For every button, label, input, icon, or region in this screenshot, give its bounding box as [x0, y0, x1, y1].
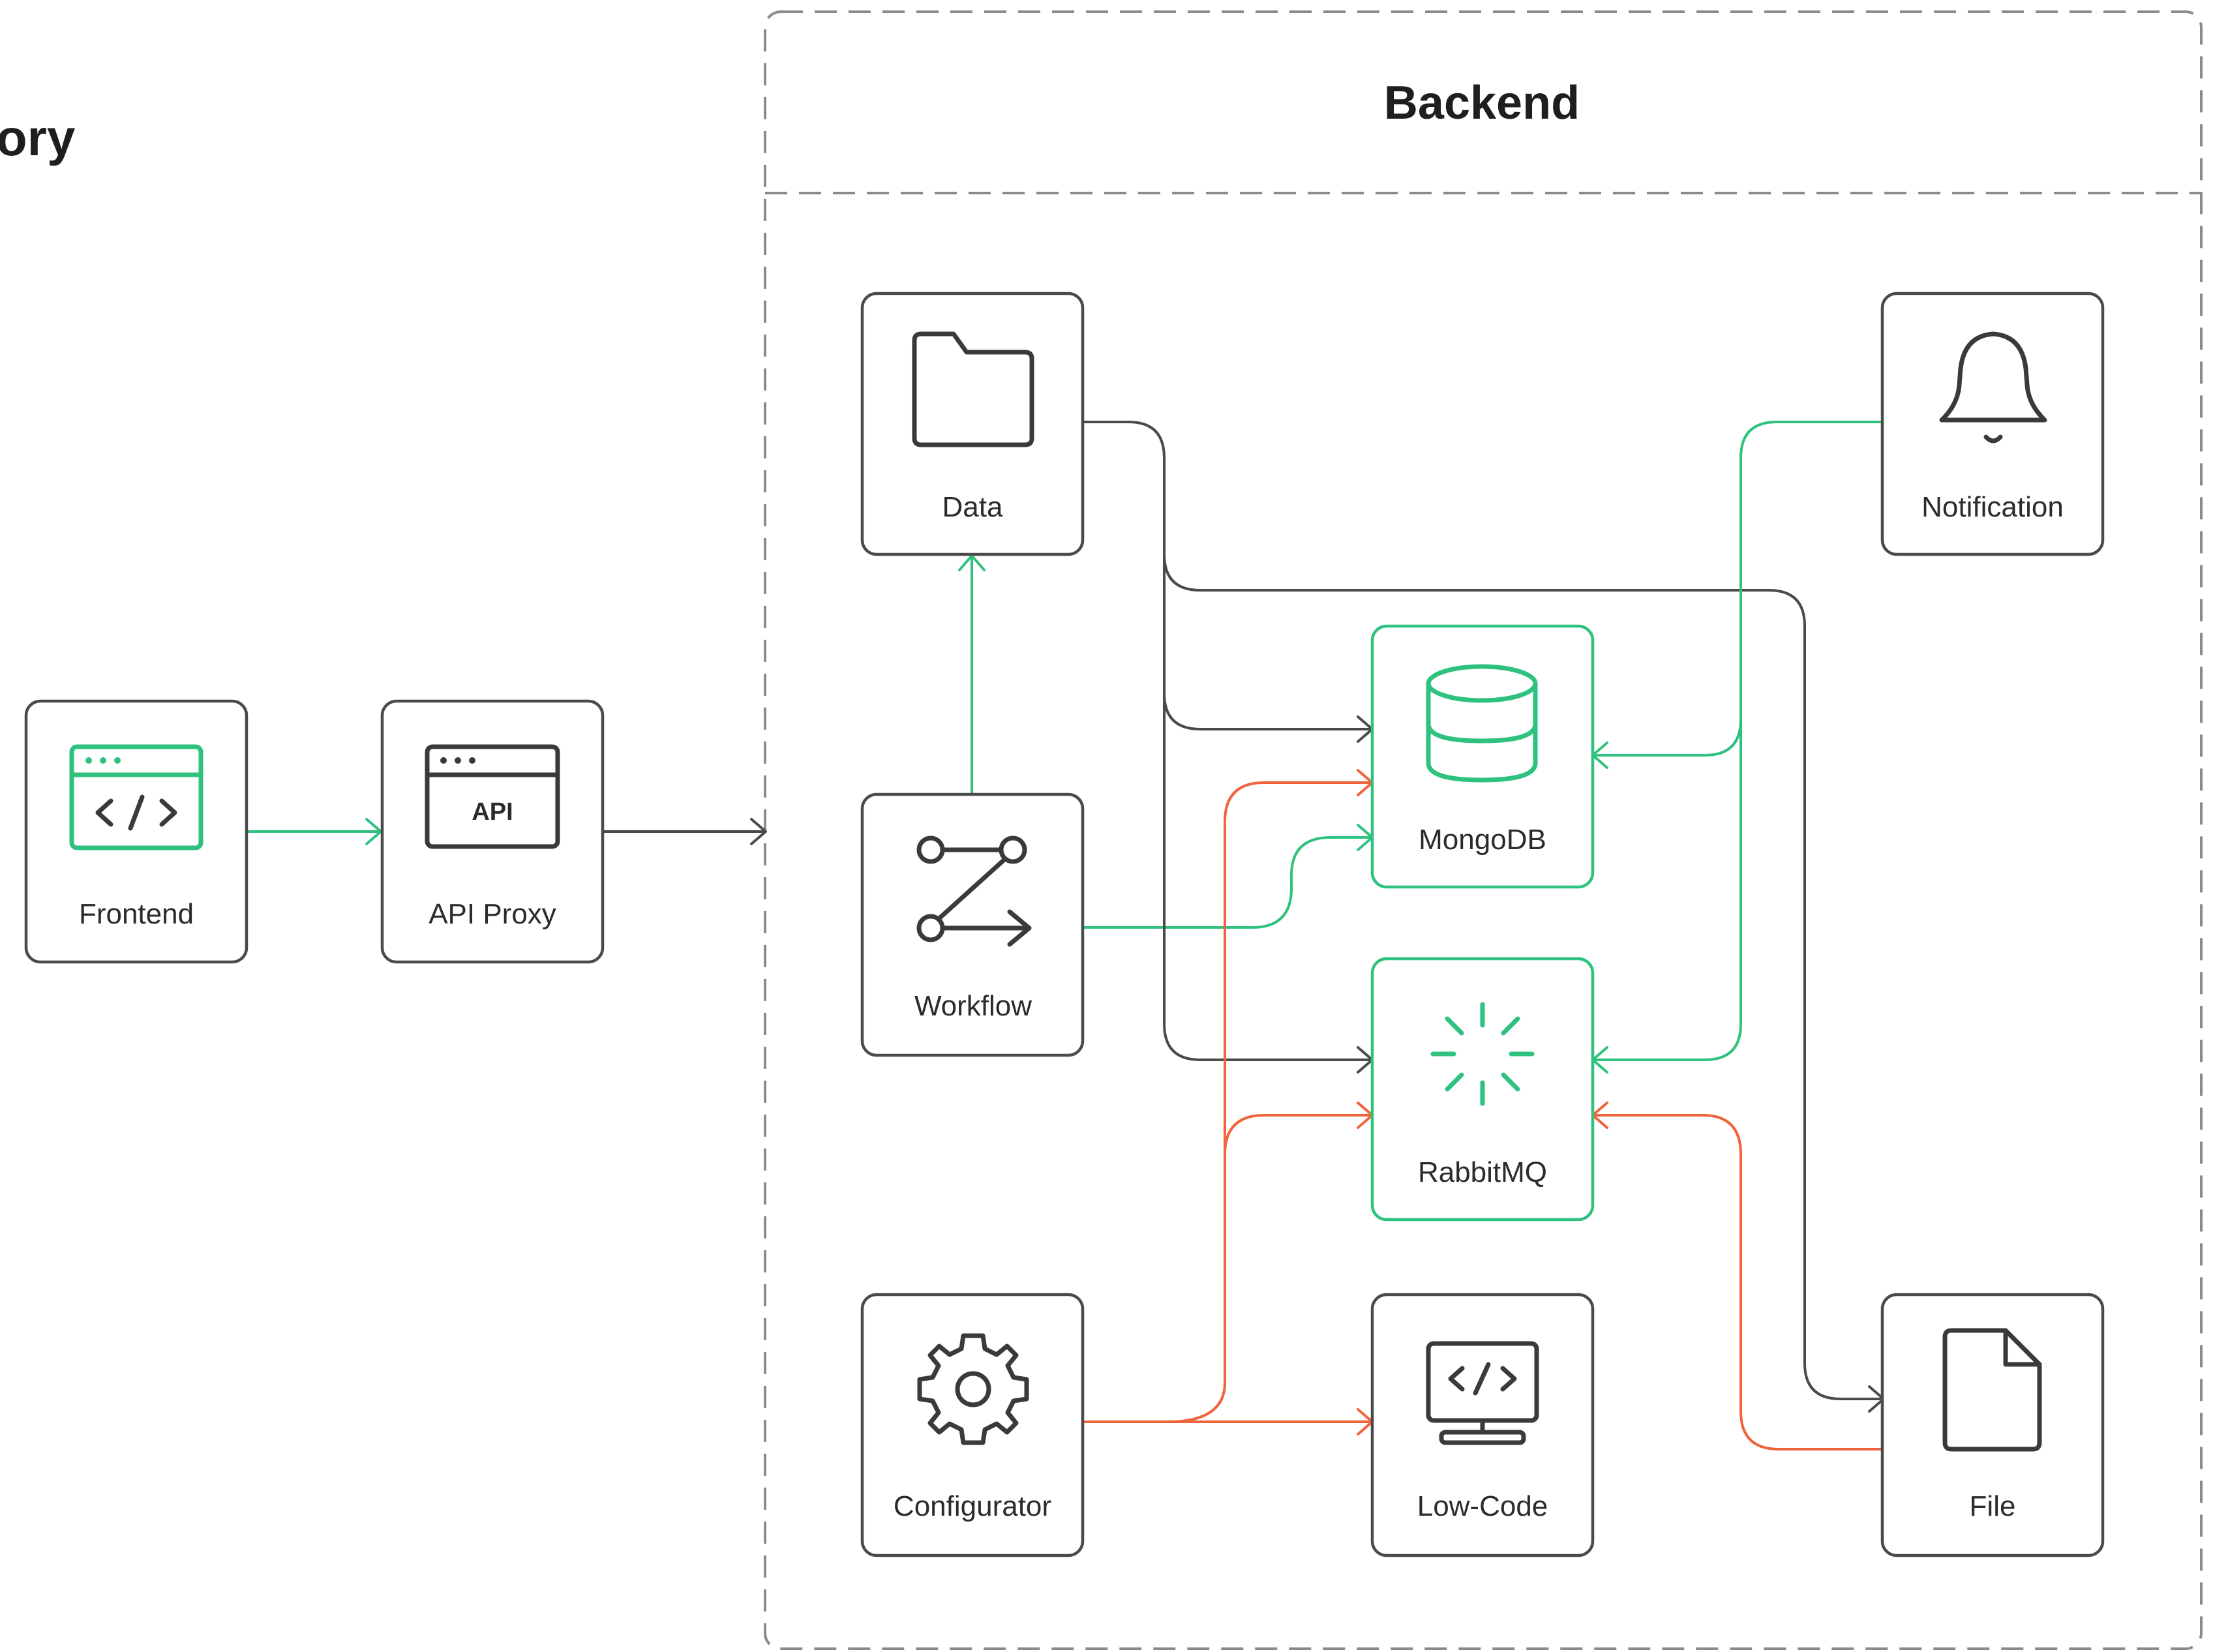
api-window-icon: [425, 744, 560, 849]
edge-frontend-apiproxy: [247, 818, 382, 845]
edge-data-rabbitmq: [1163, 693, 1374, 1074]
workflow-box: [860, 792, 1085, 1057]
api-icon-text: API: [472, 798, 513, 826]
page-heading: ory: [0, 109, 75, 166]
node-file[interactable]: File: [1880, 1293, 2105, 1557]
workflow-label: Workflow: [914, 990, 1032, 1022]
edge-notification-mongodb: [1591, 421, 1882, 769]
rabbitmq-label: RabbitMQ: [1418, 1156, 1547, 1188]
edge-configurator-lowcode: [1083, 1408, 1374, 1435]
folder-icon: [912, 331, 1034, 447]
node-api-proxy[interactable]: API API Proxy: [380, 699, 605, 964]
node-frontend[interactable]: Frontend: [24, 699, 248, 964]
backend-title: Backend: [1384, 77, 1580, 129]
workflow-icon: [916, 835, 1032, 947]
node-workflow[interactable]: Workflow: [860, 792, 1085, 1057]
gear-icon: [917, 1333, 1029, 1445]
mongodb-label: MongoDB: [1419, 824, 1546, 856]
frontend-box: [24, 699, 248, 964]
file-label: File: [1970, 1490, 2016, 1522]
file-box: [1880, 1293, 2105, 1557]
edge-apiproxy-backend: [603, 818, 767, 845]
api-proxy-label: API Proxy: [429, 898, 556, 930]
data-label: Data: [942, 491, 1003, 523]
loader-icon: [1430, 1002, 1535, 1106]
api-proxy-box: [380, 699, 605, 964]
file-icon: [1942, 1328, 2042, 1452]
bell-icon: [1939, 331, 2047, 443]
edge-data-mongodb: [1083, 421, 1374, 743]
code-window-icon: [69, 744, 203, 850]
notification-label: Notification: [1921, 491, 2064, 523]
connectors: [247, 421, 1885, 1450]
frontend-label: Frontend: [79, 898, 194, 930]
node-configurator[interactable]: Configurator: [860, 1293, 1085, 1557]
node-mongodb[interactable]: MongoDB: [1370, 624, 1595, 889]
edge-file-rabbitmq: [1591, 1102, 1882, 1450]
low-code-label: Low-Code: [1417, 1490, 1548, 1522]
edge-workflow-mongodb: [1083, 824, 1374, 929]
database-icon: [1426, 664, 1538, 783]
node-low-code[interactable]: Low-Code: [1370, 1293, 1595, 1557]
node-rabbitmq[interactable]: RabbitMQ: [1370, 957, 1595, 1222]
data-box: [860, 292, 1085, 556]
edge-notification-rabbitmq: [1591, 719, 1742, 1074]
edge-configurator-rabbitmq: [1224, 1102, 1374, 1155]
edge-workflow-data: [958, 554, 986, 794]
node-data[interactable]: Data: [860, 292, 1085, 556]
configurator-label: Configurator: [894, 1490, 1051, 1522]
notification-box: [1880, 292, 2105, 556]
edge-configurator-mongodb: [1167, 769, 1374, 1423]
configurator-box: [860, 1293, 1085, 1557]
node-notification[interactable]: Notification: [1880, 292, 2105, 556]
monitor-code-icon: [1426, 1341, 1539, 1445]
